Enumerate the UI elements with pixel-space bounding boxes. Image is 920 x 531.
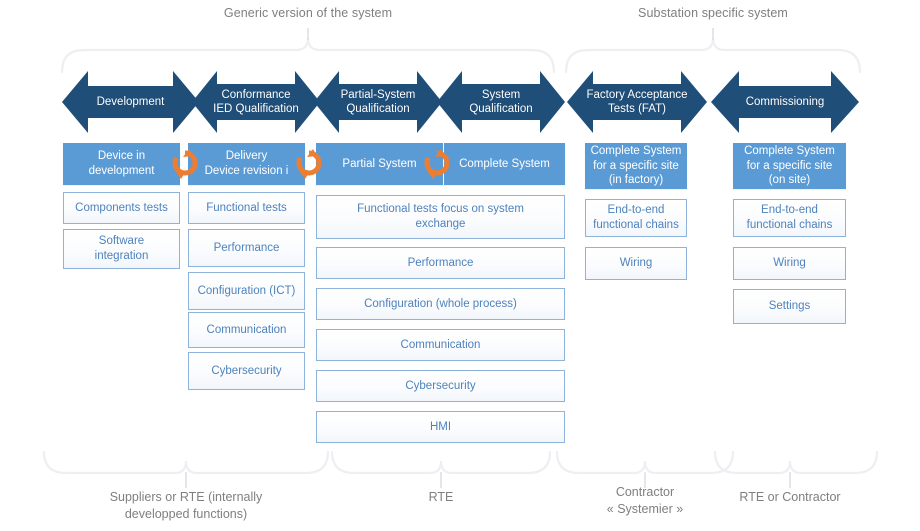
list-item[interactable]: Functional tests [188, 192, 305, 224]
cycle-icon-development-to-delivery[interactable] [172, 147, 198, 181]
cycle-icon-delivery-to-partial[interactable] [296, 147, 322, 181]
header-partial-system[interactable]: Partial System [316, 143, 443, 185]
cycle-icon-partial-to-complete[interactable] [424, 147, 450, 181]
actor-caption-suppliers-rte: Suppliers or RTE (internally developped … [109, 490, 263, 521]
group-caption-substation: Substation specific system [638, 6, 788, 20]
header-complete-system-in-factory[interactable]: Complete System for a specific site (in … [585, 143, 687, 189]
header-complete-system[interactable]: Complete System [444, 143, 565, 185]
list-item[interactable]: Settings [733, 289, 846, 324]
arrow-shape-icon [567, 71, 707, 133]
phase-arrow-label: Development [96, 95, 165, 108]
phase-arrow-partial-system-qualification[interactable]: Partial-System Qualification [314, 71, 442, 133]
list-item[interactable]: Cybersecurity [188, 352, 305, 390]
list-item[interactable]: Performance [316, 247, 565, 279]
list-item[interactable]: Performance [188, 229, 305, 267]
list-item[interactable]: Communication [316, 329, 565, 361]
list-item[interactable]: Wiring [733, 247, 846, 280]
phase-arrow-label: Partial-System Qualification [340, 88, 416, 115]
actor-caption-rte: RTE [428, 490, 454, 504]
header-device-in-development[interactable]: Device in development [63, 143, 180, 185]
group-caption-generic: Generic version of the system [223, 6, 393, 20]
arrow-shape-icon [192, 71, 320, 133]
actor-caption-contractor-systemier: Contractor « Systemier » [606, 485, 684, 516]
phase-arrow-commissioning[interactable]: Commissioning [711, 71, 859, 133]
arrow-shape-icon [62, 71, 199, 133]
list-item[interactable]: Configuration (whole process) [316, 288, 565, 320]
phase-arrow-label: System Qualification [469, 88, 533, 115]
phase-arrow-conformance-ied-qualification[interactable]: Conformance IED Qualification [192, 71, 320, 133]
arrow-shape-icon [437, 71, 565, 133]
header-complete-system-on-site[interactable]: Complete System for a specific site (on … [733, 143, 846, 189]
phase-arrow-label: Factory Acceptance Tests (FAT) [586, 88, 688, 115]
phase-arrow-factory-acceptance-tests[interactable]: Factory Acceptance Tests (FAT) [567, 71, 707, 133]
list-item[interactable]: Communication [188, 312, 305, 348]
list-item[interactable]: End-to-end functional chains [733, 199, 846, 237]
list-item[interactable]: HMI [316, 411, 565, 443]
phase-arrow-system-qualification[interactable]: System Qualification [437, 71, 565, 133]
phase-arrow-label: Commissioning [745, 95, 825, 108]
phase-arrow-label: Conformance IED Qualification [213, 88, 299, 115]
actor-caption-rte-or-contractor: RTE or Contractor [739, 490, 841, 504]
list-item[interactable]: End-to-end functional chains [585, 199, 687, 237]
list-item[interactable]: Components tests [63, 192, 180, 224]
list-item[interactable]: Software integration [63, 229, 180, 269]
phase-arrow-development[interactable]: Development [62, 71, 199, 133]
list-item[interactable]: Cybersecurity [316, 370, 565, 402]
header-delivery-device-revision[interactable]: Delivery Device revision i [188, 143, 305, 185]
arrow-shape-icon [711, 71, 859, 133]
arrow-shape-icon [314, 71, 442, 133]
list-item[interactable]: Configuration (ICT) [188, 272, 305, 310]
list-item[interactable]: Wiring [585, 247, 687, 280]
list-item[interactable]: Functional tests focus on system exchang… [316, 195, 565, 239]
